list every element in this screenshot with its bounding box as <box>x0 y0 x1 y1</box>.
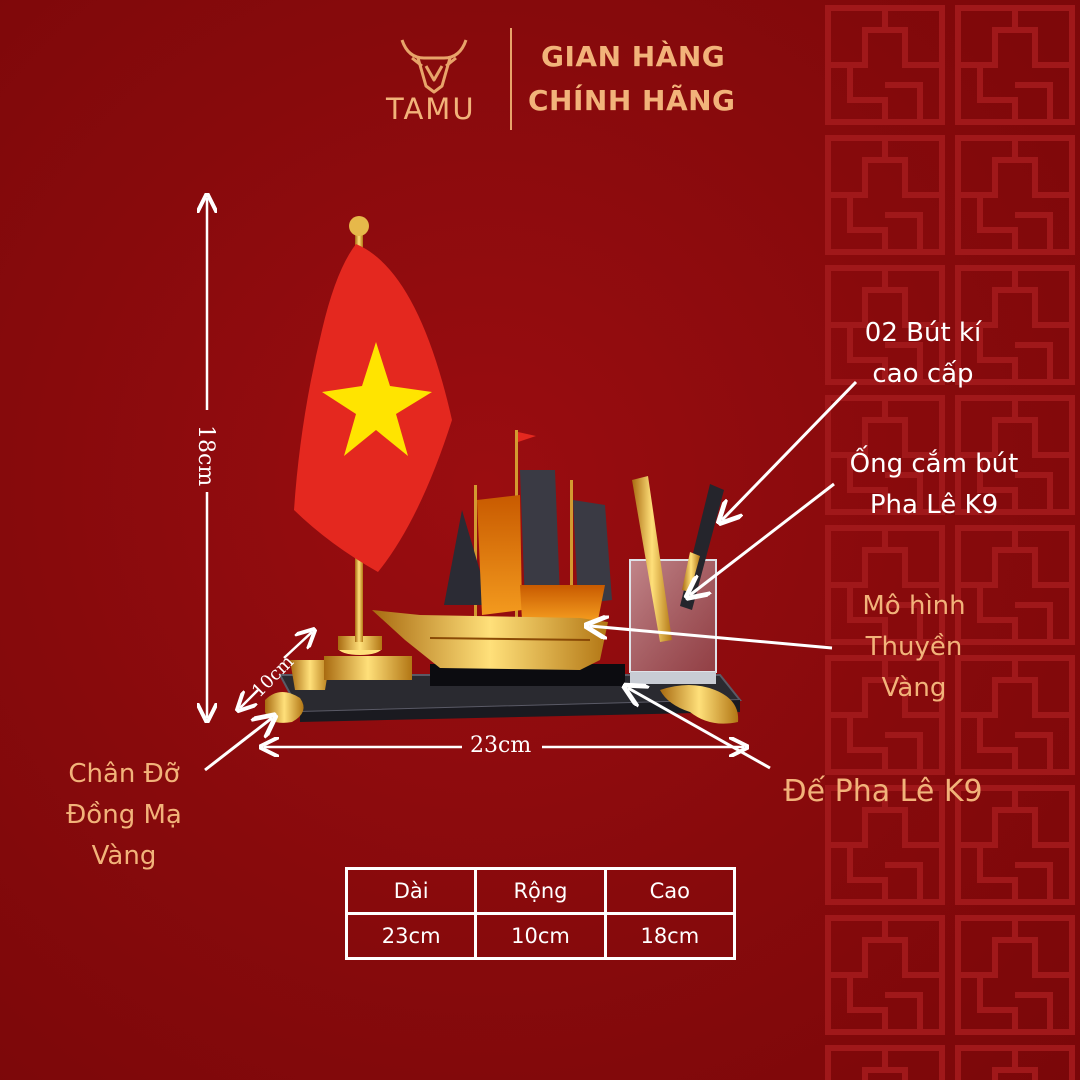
pens-label-line-1: 02 Bút kí <box>864 318 982 348</box>
shop-line-1: GIAN HÀNG <box>541 40 726 73</box>
pens-label-line-2: cao cấp <box>872 359 974 389</box>
specs-value-width: 10cm <box>474 912 607 960</box>
specs-value-row: 23cm 10cm 18cm <box>344 912 737 960</box>
specs-header-length: Dài <box>344 867 478 915</box>
gold-feet <box>265 660 739 724</box>
pen-holder-label-line-2: Pha Lê K9 <box>869 490 999 520</box>
feet-label-line-1: Chân Đỡ <box>68 759 180 789</box>
pen-holder-label: Ống cắm bút Pha Lê K9 <box>838 444 1030 526</box>
dimension-arrows <box>207 198 744 747</box>
shop-line-2: CHÍNH HÃNG <box>528 84 736 117</box>
specs-header-height: Cao <box>603 867 737 915</box>
feet-label: Chân Đỡ Đồng Mạ Vàng <box>56 754 192 877</box>
boat-label-line-3: Vàng <box>881 673 947 703</box>
base-label: Đế Pha Lê K9 <box>783 774 983 809</box>
lattice-pattern <box>820 0 1080 1080</box>
header-divider <box>510 28 512 130</box>
length-label: 23cm <box>470 733 532 758</box>
pens-label: 02 Bút kí cao cấp <box>860 313 986 395</box>
specs-value-length: 23cm <box>344 912 478 960</box>
feet-label-line-2: Đồng Mạ <box>66 800 182 830</box>
specs-value-height: 18cm <box>603 912 737 960</box>
vietnam-flag <box>294 244 452 572</box>
boat-label-line-1: Mô hình <box>862 591 966 621</box>
logo-text: TAMU <box>386 92 476 126</box>
boat-label-line-2: Thuyền <box>865 632 963 662</box>
gold-boat-model <box>372 430 612 670</box>
boat-label: Mô hình Thuyền Vàng <box>848 586 980 709</box>
pen-holder-label-line-1: Ống cắm bút <box>849 449 1019 479</box>
specs-table: Dài Rộng Cao 23cm 10cm 18cm <box>344 867 737 960</box>
specs-header-row: Dài Rộng Cao <box>344 867 737 915</box>
height-label: 18cm <box>193 425 218 487</box>
feet-label-line-3: Vàng <box>91 841 157 871</box>
callout-arrows <box>204 380 858 772</box>
specs-header-width: Rộng <box>474 867 607 915</box>
bull-logo-icon <box>400 39 468 94</box>
